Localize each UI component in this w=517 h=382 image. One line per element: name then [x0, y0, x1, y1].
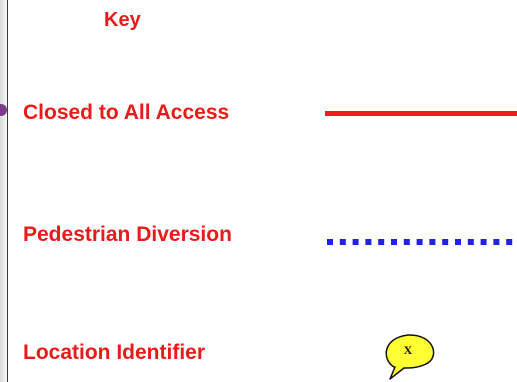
- map-edge-marker: [0, 104, 7, 116]
- legend-label-pedestrian-diversion: Pedestrian Diversion: [23, 223, 232, 246]
- map-border-line: [7, 0, 8, 382]
- legend-label-closed: Closed to All Access: [23, 101, 230, 124]
- pedestrian-diversion-line-symbol: [327, 239, 517, 245]
- location-identifier-marker-icon: [385, 334, 435, 380]
- key-title: Key: [104, 9, 141, 31]
- map-edge: [0, 0, 9, 382]
- legend-label-location-identifier: Location Identifier: [23, 341, 206, 364]
- closed-access-line-symbol: [325, 111, 517, 116]
